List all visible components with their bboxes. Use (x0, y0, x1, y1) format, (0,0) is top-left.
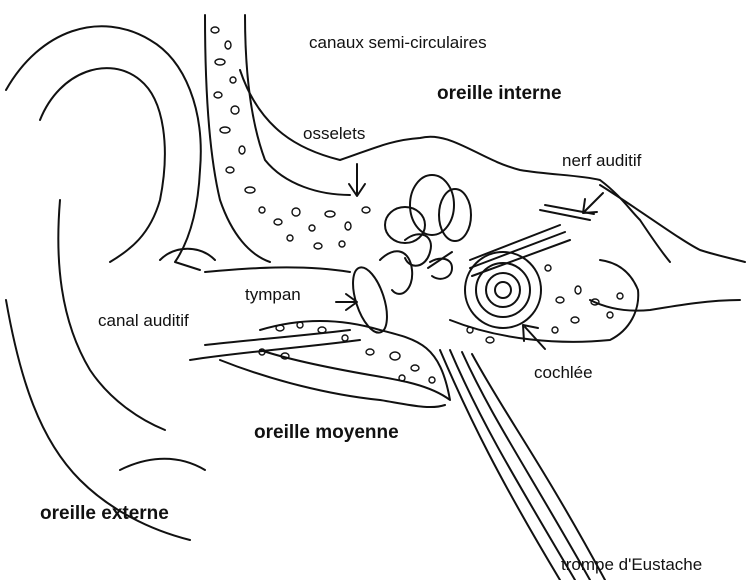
label-canaux-semi-circulaires: canaux semi-circulaires (309, 34, 487, 51)
middle-ear-cavity (260, 321, 450, 400)
tragus (160, 249, 215, 260)
label-tympan: tympan (245, 286, 301, 303)
label-nerf-auditif: nerf auditif (562, 152, 641, 169)
head-contour (600, 185, 745, 262)
label-oreille-interne: oreille interne (437, 84, 562, 103)
canal-posterior (385, 207, 425, 243)
label-cochlee: cochlée (534, 364, 593, 381)
canal-lateral (439, 189, 471, 241)
cochlea-spiral (465, 252, 541, 328)
arrow-nerf (583, 193, 603, 213)
pinna-outline (6, 26, 201, 270)
label-oreille-externe: oreille externe (40, 504, 169, 523)
stapes (430, 259, 452, 279)
eustachian-tube (440, 350, 560, 580)
arrow-cochlee (523, 325, 545, 349)
label-canal-auditif: canal auditif (98, 312, 189, 329)
canal-superior (410, 175, 454, 235)
label-trompe-eustache: trompe d'Eustache (561, 556, 702, 573)
canal-upper-wall (205, 267, 350, 272)
malleus (380, 251, 412, 294)
bone-texture (211, 27, 623, 383)
bone-left-edge (205, 15, 270, 262)
label-oreille-moyenne: oreille moyenne (254, 423, 399, 442)
arrow-osselets (349, 164, 365, 196)
concha-fold (120, 459, 205, 470)
label-osselets: osselets (303, 125, 365, 142)
canal-lower-wall (205, 330, 350, 345)
